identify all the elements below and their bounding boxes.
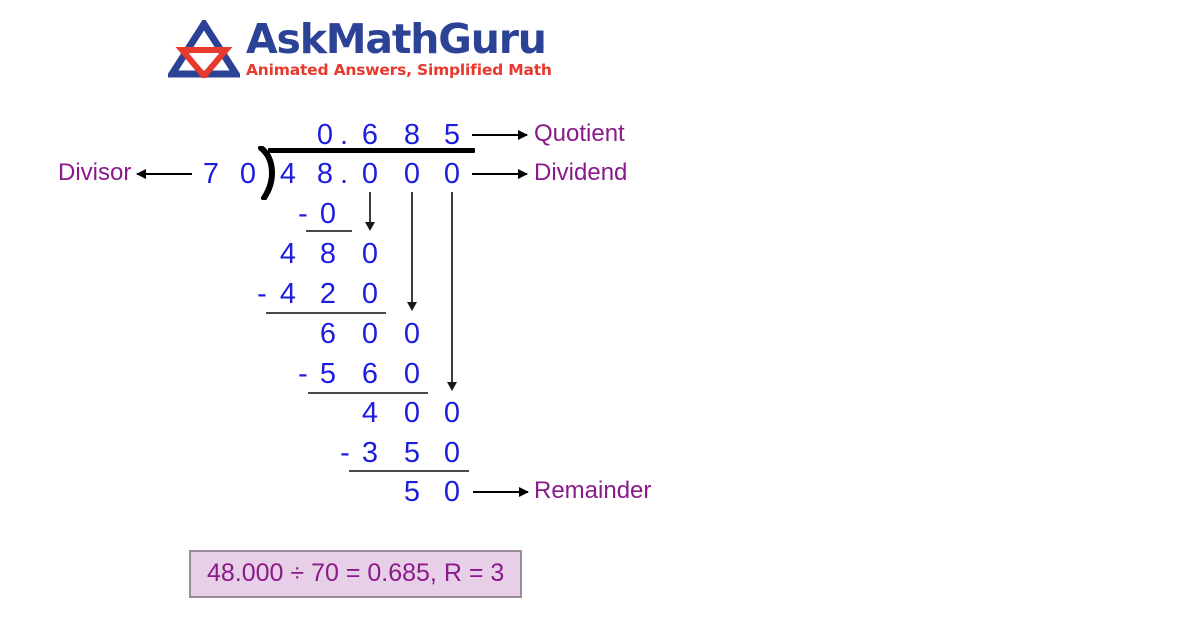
quotient-digit-2: 8 xyxy=(403,119,421,151)
dividend-digit-2: 0 xyxy=(361,158,379,190)
dividend-label: Dividend xyxy=(534,159,628,186)
step4-rule xyxy=(349,470,469,472)
step3-sub-digit-0: 5 xyxy=(319,358,337,390)
brand-text: AskMathGuru Animated Answers, Simplified… xyxy=(246,18,552,79)
remainder-digit-1: 0 xyxy=(443,476,461,508)
overlapping-triangles-icon xyxy=(165,17,243,81)
division-bar xyxy=(268,148,475,153)
step4-sub-digit-1: 5 xyxy=(403,437,421,469)
bring-down-arrow-3 xyxy=(447,192,457,391)
division-bracket-icon xyxy=(258,145,284,201)
dividend-digit-1: 8 xyxy=(316,158,334,190)
divisor-callout-arrow xyxy=(136,169,192,179)
dividend-callout-arrow xyxy=(472,169,528,179)
step2-result-digit-0: 6 xyxy=(319,318,337,350)
divisor-digit-0: 7 xyxy=(202,158,220,190)
step3-sub-digit-1: 6 xyxy=(361,358,379,390)
step4-minus-sign: - xyxy=(340,437,350,469)
step2-sub-digit-1: 2 xyxy=(319,278,337,310)
step2-result-digit-2: 0 xyxy=(403,318,421,350)
step3-result-digit-2: 0 xyxy=(443,397,461,429)
brand-tagline: Animated Answers, Simplified Math xyxy=(246,61,552,79)
remainder-label: Remainder xyxy=(534,477,652,504)
step1-result-digit-0: 4 xyxy=(279,238,297,270)
quotient-decimal-point: . xyxy=(339,119,349,151)
step1-rule xyxy=(306,230,352,232)
divisor-digit-1: 0 xyxy=(239,158,257,190)
step2-sub-digit-0: 4 xyxy=(279,278,297,310)
divisor-label: Divisor xyxy=(58,159,132,186)
step1-result-digit-1: 8 xyxy=(319,238,337,270)
quotient-digit-1: 6 xyxy=(361,119,379,151)
dividend-digit-4: 0 xyxy=(443,158,461,190)
step4-sub-digit-0: 3 xyxy=(361,437,379,469)
step1-minus-sign: - xyxy=(298,198,308,230)
bring-down-arrow-2 xyxy=(407,192,417,311)
dividend-digit-3: 0 xyxy=(403,158,421,190)
brand-name: AskMathGuru xyxy=(246,15,547,63)
brand-logo: AskMathGuru Animated Answers, Simplified… xyxy=(165,17,552,81)
remainder-callout-arrow xyxy=(473,487,529,497)
result-summary-box: 48.000 ÷ 70 = 0.685, R = 3 xyxy=(189,550,523,598)
dividend-decimal-point: . xyxy=(339,158,349,190)
step3-rule xyxy=(308,392,428,394)
dividend-digit-0: 4 xyxy=(279,158,297,190)
quotient-callout-arrow xyxy=(472,130,528,140)
step3-minus-sign: - xyxy=(298,358,308,390)
step3-result-digit-1: 0 xyxy=(403,397,421,429)
step2-sub-digit-2: 0 xyxy=(361,278,379,310)
step1-sub-digit-0: 0 xyxy=(319,198,337,230)
step2-rule xyxy=(266,312,386,314)
quotient-label: Quotient xyxy=(534,120,625,147)
step3-result-digit-0: 4 xyxy=(361,397,379,429)
bring-down-arrow-1 xyxy=(365,192,375,231)
step2-result-digit-1: 0 xyxy=(361,318,379,350)
quotient-digit-3: 5 xyxy=(443,119,461,151)
quotient-digit-0: 0 xyxy=(316,119,334,151)
step2-minus-sign: - xyxy=(257,278,267,310)
step4-sub-digit-2: 0 xyxy=(443,437,461,469)
step1-result-digit-2: 0 xyxy=(361,238,379,270)
remainder-digit-0: 5 xyxy=(403,476,421,508)
step3-sub-digit-2: 0 xyxy=(403,358,421,390)
